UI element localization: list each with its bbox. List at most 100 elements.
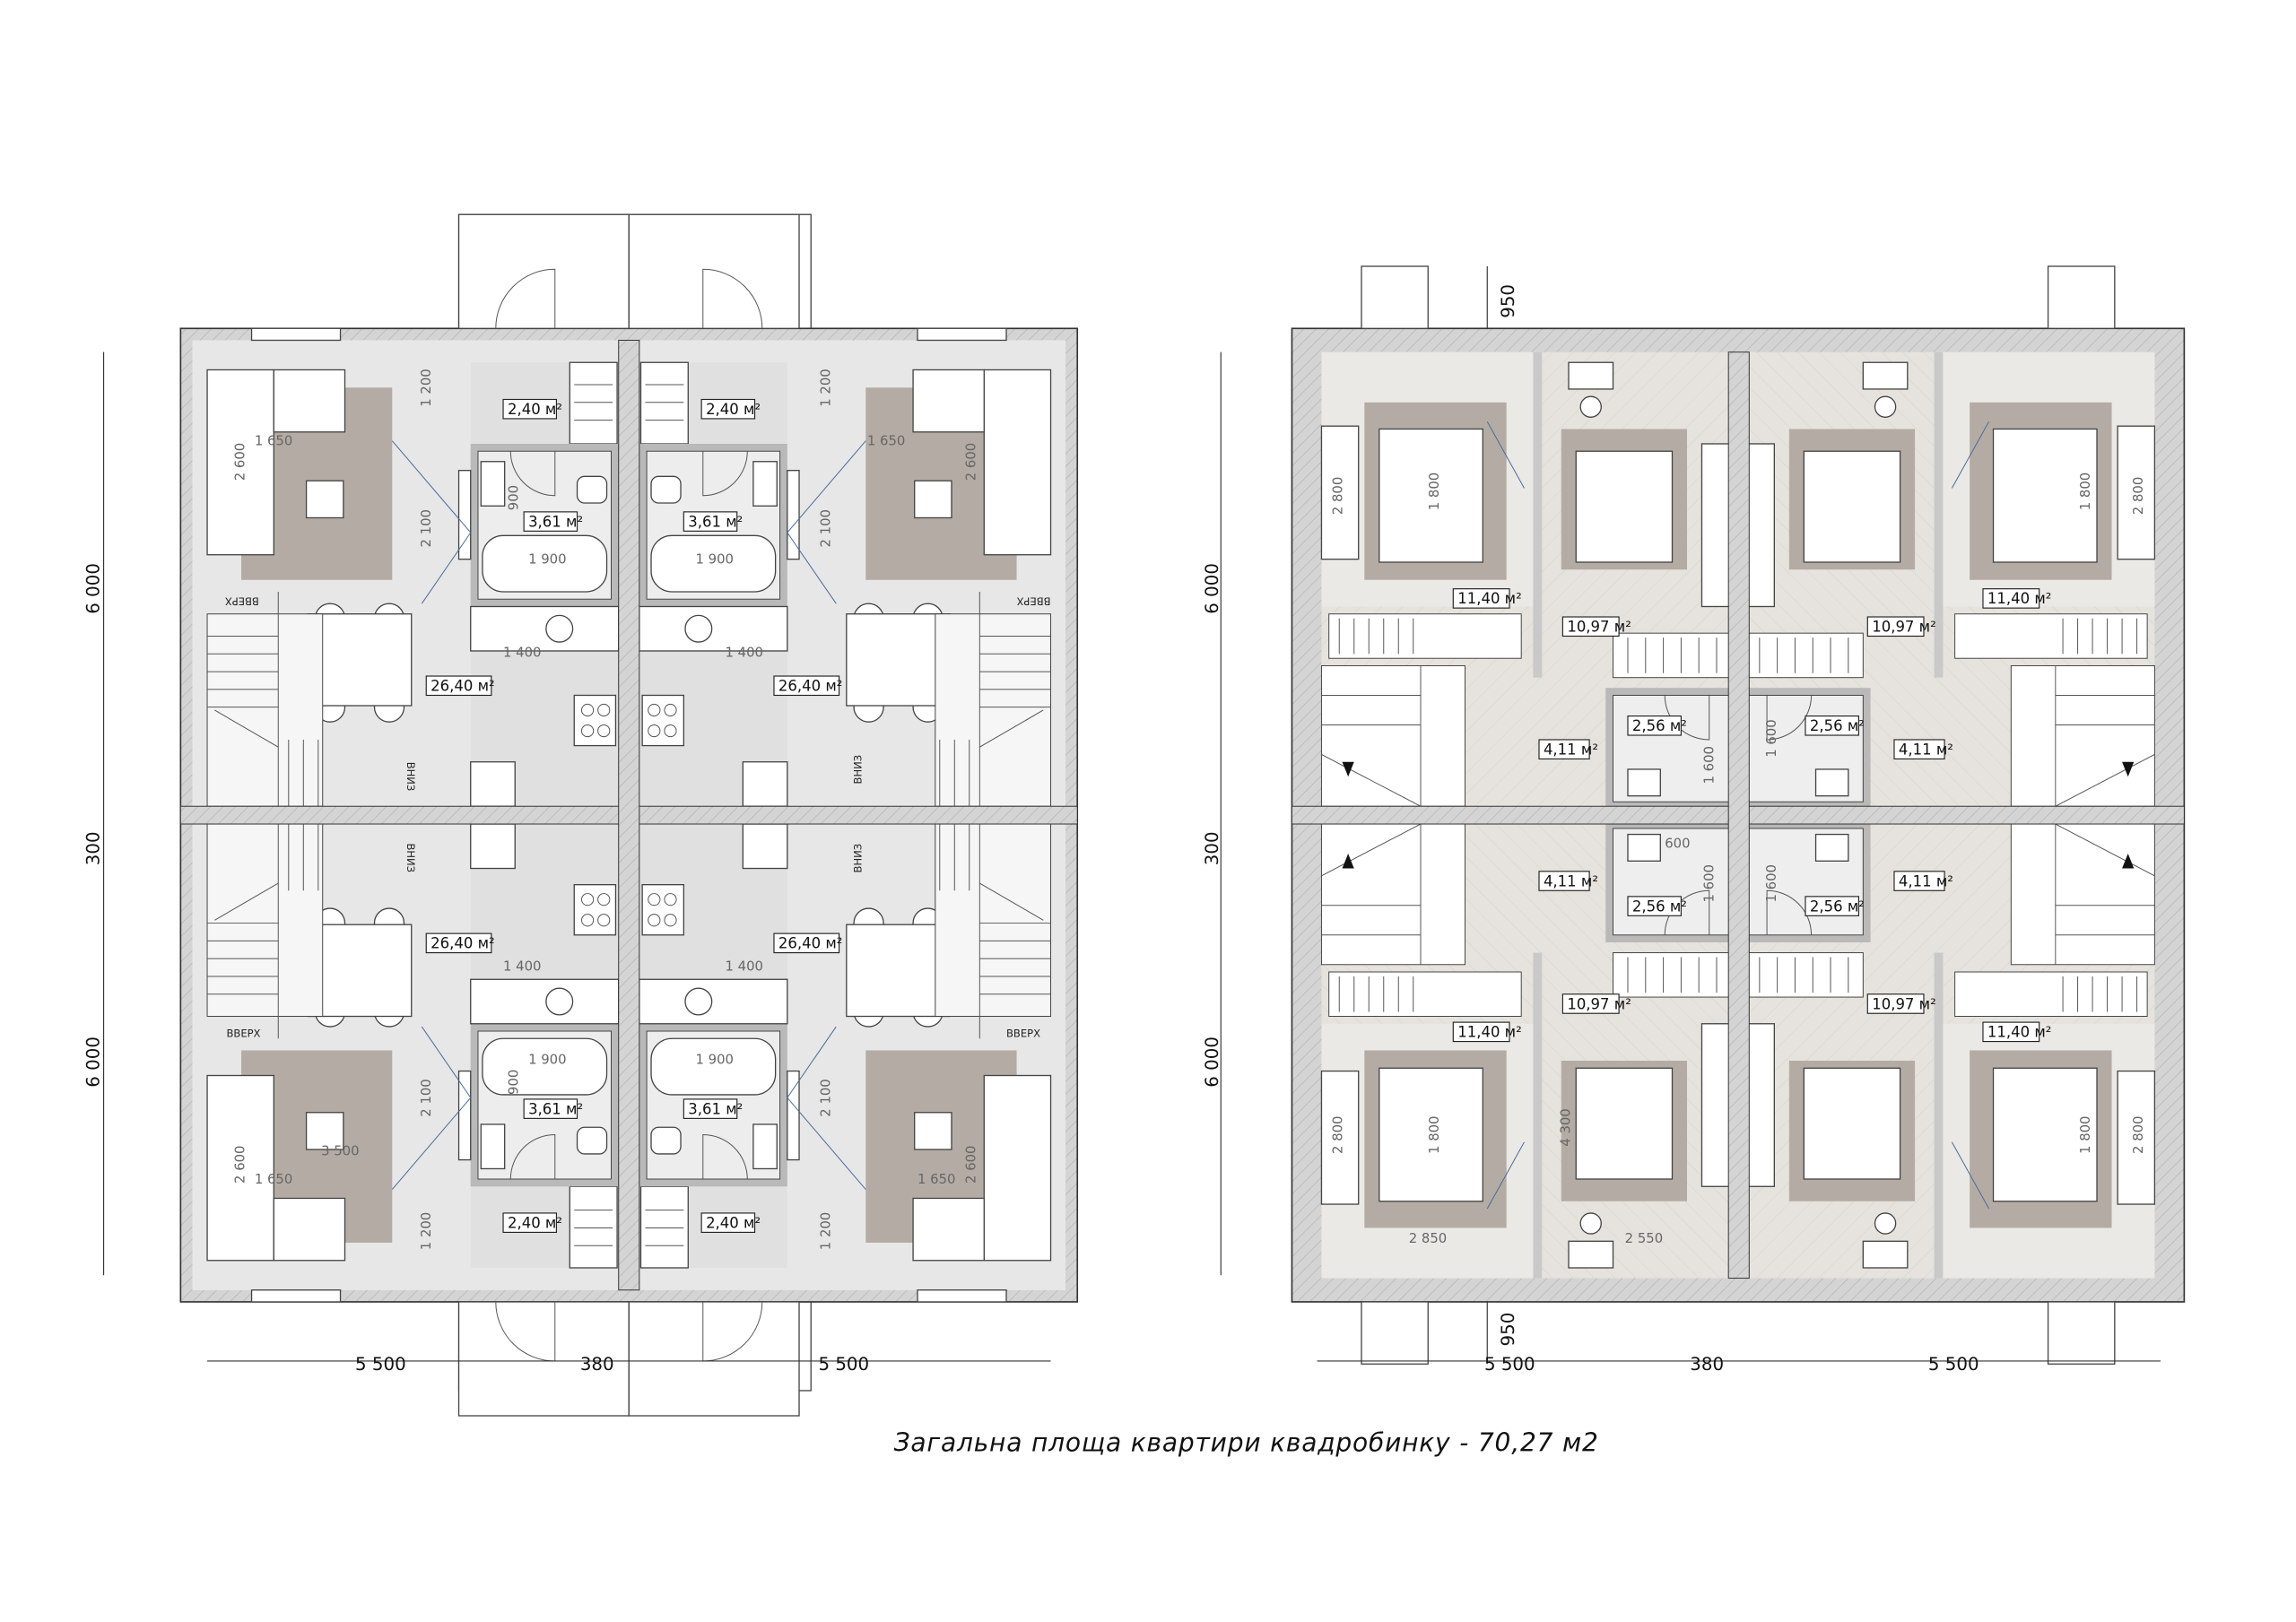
stair-up-label: ВВЕРХ [1016,595,1050,608]
dim-overall-left: 5 500 [1484,1354,1535,1375]
overall-dimensions: 950 950 6 000 300 6 000 5 500 380 5 500 [1202,265,2161,1375]
stair-down-label: ВНИЗ [851,755,864,785]
dim-bath: 2 100 [419,1079,434,1116]
area-bath: 2,56 м² [1632,717,1687,734]
dim-bed: 1 800 [1427,473,1442,510]
area-bath: 3,61 м² [528,513,583,530]
dim-wc: 1 200 [819,1212,834,1250]
stair-down-label: ВНИЗ [404,843,417,872]
area-labels: 2,40 м² 2,40 м² 3,61 м² 3,61 м² 26,40 м²… [425,398,842,1233]
dim-room: 2 800 [2131,1116,2146,1154]
area-wc: 2,40 м² [706,1214,761,1231]
area-wc: 2,40 м² [706,401,761,418]
dim-overall-top: 6 000 [83,563,104,614]
area-bath: 3,61 м² [688,1100,743,1117]
dim-door: 900 [507,485,522,510]
area-bedroom: 11,40 м² [1457,1024,1521,1041]
area-wc: 2,40 м² [508,401,562,418]
dim-overall-bottom: 6 000 [83,1037,104,1088]
dim-sofa-width: 1 650 [255,434,292,449]
area-bath: 2,56 м² [1810,898,1865,915]
area-bath: 3,61 м² [528,1100,583,1117]
dim-kitchen: 1 400 [503,646,541,661]
dim-overall-left: 5 500 [355,1354,406,1375]
area-bath: 3,61 м² [688,513,743,530]
dim-bath: 1 600 [1702,864,1718,902]
stair-down-label: ВНИЗ [851,844,864,873]
dim-room: 2 800 [1331,1116,1346,1154]
dim-bath: 2 100 [819,509,834,547]
dim-room-length: 4 300 [1559,1108,1574,1146]
stair-down-label: ВНИЗ [404,762,417,792]
unit-bottom-left [191,823,631,1417]
area-bedroom: 11,40 м² [1457,590,1521,607]
stair-up-label: ВВЕРХ [1006,1028,1040,1040]
dim-overall-right: 5 500 [818,1354,869,1375]
area-wc: 2,40 м² [508,1214,562,1231]
dim-bath: 1 600 [1702,746,1718,784]
dim-overall-mid: 300 [1202,831,1222,865]
stair-up-label: ВВЕРХ [226,1028,260,1040]
area-hall: 4,11 м² [1899,872,1953,889]
dim-bath: 2 100 [419,509,434,547]
upper-floor-plan: 11,40 м² 11,40 м² 10,97 м² 10,97 м² 2,56… [1202,265,2186,1375]
dim-bathtub: 1 900 [696,552,734,568]
dim-sofa-width: 1 650 [255,1172,292,1187]
dim-room-width: 2 850 [1409,1231,1447,1246]
area-labels: 11,40 м² 11,40 м² 10,97 м² 10,97 м² 2,56… [1452,588,2051,1043]
dim-wc: 1 200 [419,369,434,406]
dim-sofa-width: 1 650 [918,1172,955,1187]
dim-bath: 1 600 [1764,864,1779,902]
total-area-caption: Загальна площа квартири квадробинку - 70… [894,1428,1599,1458]
area-living: 26,40 м² [778,678,842,695]
area-bath: 2,56 м² [1632,898,1687,915]
dim-door: 600 [1665,836,1690,851]
dim-bed: 1 800 [2078,473,2093,510]
dim-bed: 1 800 [1427,1116,1442,1154]
dim-balcony: 950 [1498,1313,1518,1347]
dim-bed: 1 800 [2078,1116,2093,1154]
dim-kitchen: 1 400 [726,646,763,661]
stair-up-label: ВВЕРХ [225,595,259,608]
area-bedroom: 11,40 м² [1987,590,2051,607]
dim-bath: 1 600 [1764,719,1779,757]
dim-bath: 2 100 [819,1079,834,1116]
dim-sofa-length: 2 600 [963,1146,978,1184]
dim-room: 2 800 [1331,477,1346,515]
overall-dimensions: 6 000 300 6 000 5 500 380 5 500 [83,351,1051,1375]
unit-top-right [628,213,1066,808]
dim-room-width: 2 550 [1625,1231,1663,1246]
dim-bathtub: 1 900 [696,1052,734,1067]
dim-bathtub: 1 900 [528,1052,566,1067]
area-hall: 4,11 м² [1544,741,1598,758]
dim-rug: 3 500 [321,1144,359,1159]
dim-overall-mid: 300 [83,831,104,865]
dim-door: 900 [507,1070,522,1095]
area-bedroom: 10,97 м² [1567,995,1631,1012]
party-wall-vertical [1727,351,1750,1279]
dim-overall-right: 5 500 [1928,1354,1979,1375]
dim-overall-bottom: 6 000 [1202,1037,1222,1088]
area-bedroom: 10,97 м² [1567,619,1631,636]
dim-sofa-length: 2 600 [963,443,978,481]
area-bedroom: 10,97 м² [1872,995,1935,1012]
dim-wc: 1 200 [419,1212,434,1250]
dim-sofa-width: 1 650 [867,434,905,449]
unit-bottom-right [628,823,1066,1417]
unit-top-left [191,213,631,808]
party-wall-vertical [618,339,640,1291]
dim-balcony: 950 [1498,284,1518,318]
dim-bathtub: 1 900 [528,552,566,568]
area-hall: 4,11 м² [1544,872,1598,889]
dim-kitchen: 1 400 [503,958,541,974]
area-bedroom: 10,97 м² [1872,619,1935,636]
area-hall: 4,11 м² [1899,741,1953,758]
interior-dimensions: 2 800 2 800 2 800 2 800 1 800 1 800 1 80… [1331,473,2147,1246]
area-living: 26,40 м² [430,678,494,695]
area-bath: 2,56 м² [1810,717,1865,734]
dim-wc: 1 200 [819,369,834,406]
interior-dimensions: 1 650 1 650 1 650 1 650 3 500 2 600 2 60… [232,369,978,1250]
stair-labels: ВВЕРХ ВВЕРХ ВВЕРХ ВВЕРХ ВНИЗ ВНИЗ ВНИЗ В… [225,595,1051,1040]
dim-room: 2 800 [2131,477,2146,515]
